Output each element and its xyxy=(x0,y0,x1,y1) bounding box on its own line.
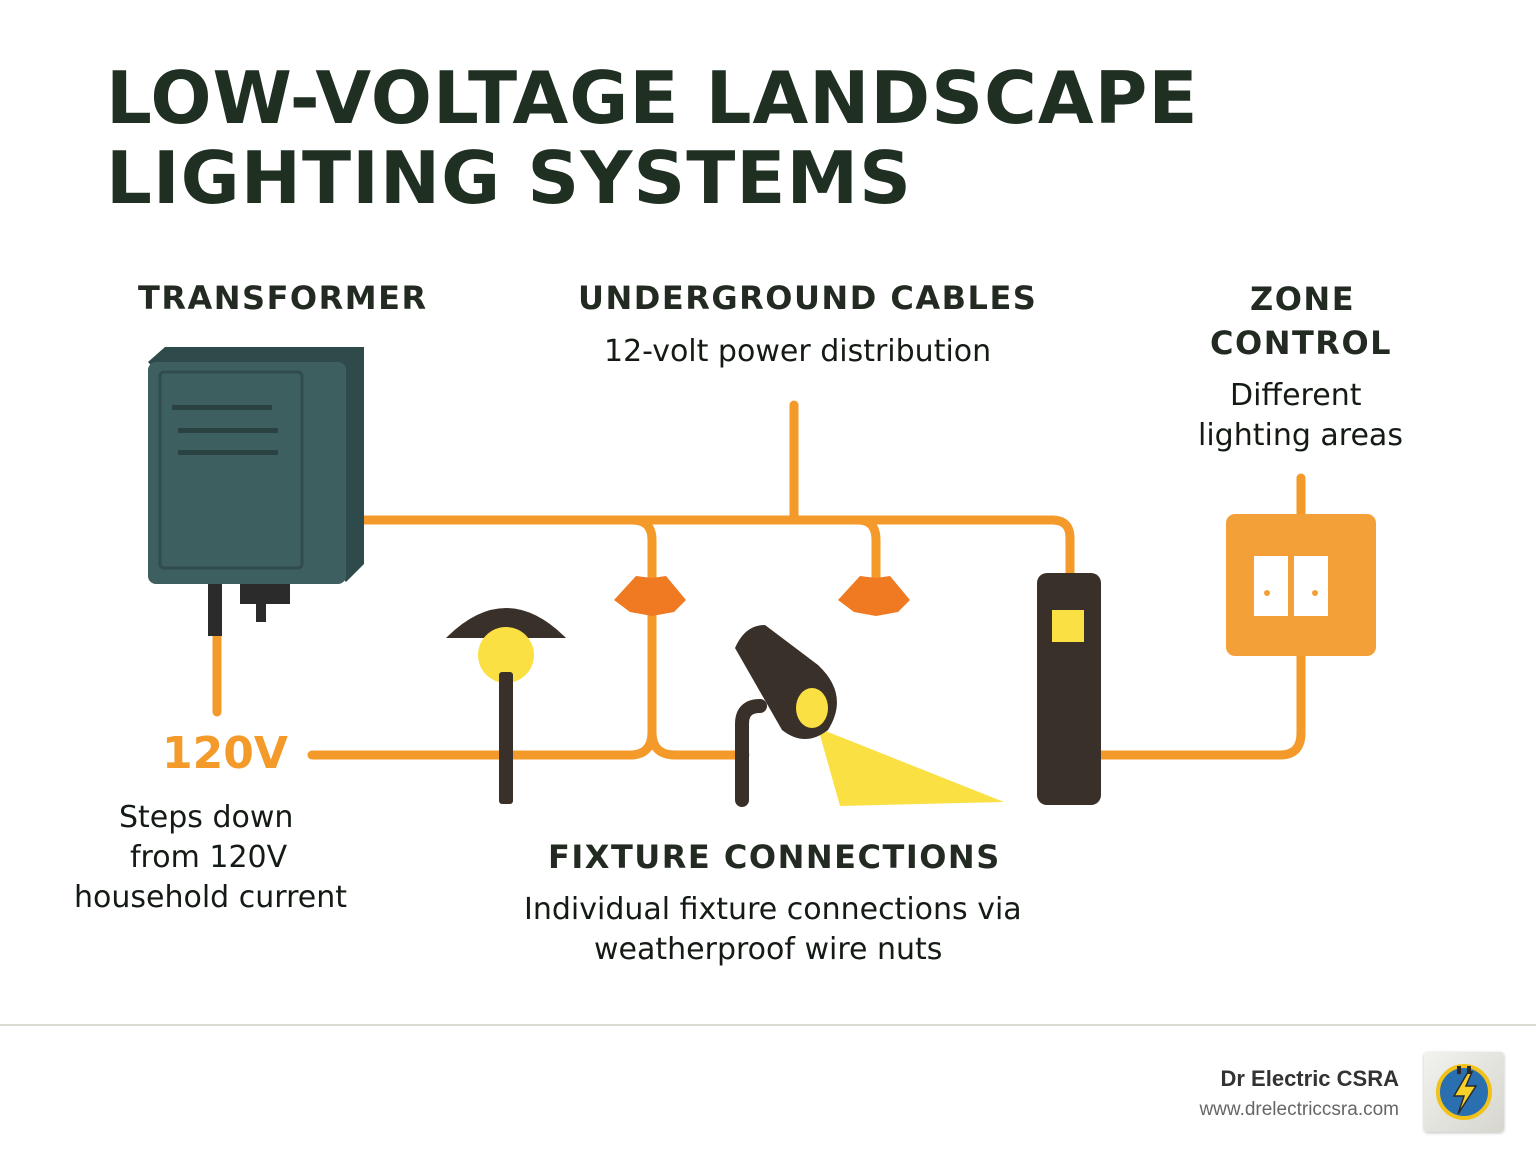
main-cable xyxy=(360,515,1075,580)
cables-description: 12-volt power distribution xyxy=(604,334,992,369)
footer-divider xyxy=(0,1024,1536,1026)
title-line-1: LOW-VOLTAGE LANDSCAPE xyxy=(106,56,1199,140)
transformer-description-line-3: household current xyxy=(74,880,347,915)
transformer-description-line-1: Steps down xyxy=(119,800,294,835)
zone-control-heading-line-1: ZONE xyxy=(1250,280,1356,318)
title-line-2: LIGHTING SYSTEMS xyxy=(106,136,912,220)
transformer-description-line-2: from 120V xyxy=(130,840,288,875)
cables-heading: UNDERGROUND CABLES xyxy=(578,279,1038,317)
fixtures-heading: FIXTURE CONNECTIONS xyxy=(548,838,1001,876)
transformer-heading: TRANSFORMER xyxy=(138,279,428,317)
fixtures-description-line-2: weatherproof wire nuts xyxy=(594,932,943,967)
brand-url[interactable]: www.drelectriccsra.com xyxy=(1199,1099,1399,1120)
path-light-icon xyxy=(446,608,566,804)
right-branch-cable xyxy=(853,515,881,595)
underground-cables xyxy=(212,400,1306,760)
voltage-label: 120V xyxy=(162,728,288,779)
zone-control-heading-line-2: CONTROL xyxy=(1210,324,1393,362)
zone-control-description-line-2: lighting areas xyxy=(1198,418,1403,453)
brand-name: Dr Electric CSRA xyxy=(1220,1066,1399,1091)
lightning-logo-icon xyxy=(1436,1064,1492,1120)
lower-cable xyxy=(647,727,750,760)
page-title: LOW-VOLTAGE LANDSCAPE LIGHTING SYSTEMS xyxy=(106,58,1199,218)
zone-switch-icon xyxy=(1226,514,1376,656)
fixtures-description-line-1: Individual fixture connections via xyxy=(524,892,1022,927)
bollard-light-icon xyxy=(1037,573,1101,805)
spotlight-icon xyxy=(735,625,1004,807)
transformer-icon xyxy=(148,347,364,636)
zone-control-description-line-1: Different xyxy=(1230,378,1362,413)
brand-logo xyxy=(1424,1052,1504,1132)
wire-nut-icon xyxy=(614,576,910,616)
zone-output-cable xyxy=(1095,650,1306,760)
